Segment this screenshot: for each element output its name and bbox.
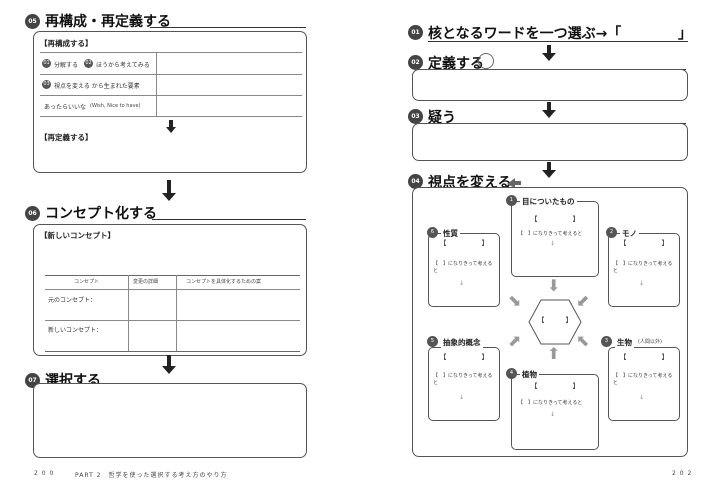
page-number: 2 0 0 xyxy=(34,470,55,477)
perspective-panel: 【 】 【 】になりきって考えると ↓ xyxy=(608,347,680,421)
bracket-field: 【 】 xyxy=(619,239,669,247)
divider xyxy=(40,116,302,117)
perspective-panel: 【 】 【 】になりきって考えると ↓ xyxy=(428,347,500,421)
table-col-divider xyxy=(176,275,177,351)
row-sub-label: (Wish, Nice to have) xyxy=(90,103,141,109)
hint-text: 【 】になりきって考えると xyxy=(433,261,493,274)
hint-text: 【 】になりきって考えると xyxy=(613,373,673,386)
center-hexagon: 【 】 xyxy=(527,298,583,346)
section-title: 再構成・再定義する xyxy=(45,14,171,30)
perspective-panel: 【 】 【 】になりきって考えると ↓ xyxy=(428,233,500,307)
hint-text: 【 】になりきって考えると xyxy=(433,373,493,386)
define-box xyxy=(412,69,688,101)
section-title: 核となるワードを一つ選ぶ→「 xyxy=(428,26,622,42)
bracket-field: 【 】 xyxy=(619,353,669,361)
panel-number: 4 xyxy=(506,368,517,379)
title-underline xyxy=(428,41,688,42)
bracket-field: 【 】 xyxy=(439,239,489,247)
row-label: あったらいいな xyxy=(44,104,87,111)
section-title: 定義する xyxy=(428,56,484,72)
bracket-field: 【 】 xyxy=(439,353,489,361)
bracket-field: 【 】 xyxy=(530,215,580,223)
divider xyxy=(40,74,302,75)
arrow-icon: ⬆ xyxy=(547,344,561,363)
concept-box: 【新しいコンセプト】 コンセプト 変更の詳細 コンセプトを具体化するための案 元… xyxy=(33,224,307,356)
column-divider xyxy=(156,53,157,116)
row-label: 分解する xyxy=(54,62,79,69)
restructure-label: 【再構成する】 xyxy=(40,39,93,48)
divider xyxy=(40,95,302,96)
arrow-icon: ↓ xyxy=(459,280,465,287)
table-top xyxy=(45,275,300,276)
perspective-panel: 【 】 【 】になりきって考えると ↓ xyxy=(511,374,599,450)
select-box xyxy=(33,383,307,458)
panel-number: 6 xyxy=(427,227,438,238)
step-number-badge: 03 xyxy=(408,109,423,124)
panel-title: 植物 xyxy=(520,369,539,380)
step-badge: 02 xyxy=(84,59,93,68)
title-underline xyxy=(150,27,306,28)
table-header: コンセプトを具体化するための案 xyxy=(186,279,262,285)
step-number-badge: 06 xyxy=(25,206,40,221)
section-title: コンセプト化する xyxy=(45,206,157,222)
step-badge: 03 xyxy=(42,80,51,89)
table-divider xyxy=(45,289,300,290)
panel-number: 5 xyxy=(427,336,438,347)
panel-title: 性質 xyxy=(441,228,460,239)
footer-text: PART 2 哲学を使った選択する考え方のやり方 xyxy=(75,472,228,479)
step-number-badge: 02 xyxy=(408,55,423,70)
row-label: ほうから考えてみる xyxy=(96,62,150,69)
page-number: 2 0 2 xyxy=(672,470,693,477)
step-number-badge: 01 xyxy=(408,25,423,40)
arrow-icon: ⬋ xyxy=(576,291,590,310)
section-title: 疑う xyxy=(428,110,456,126)
rotate-arrows-icon xyxy=(505,173,523,188)
divider xyxy=(40,52,302,53)
hint-text: 【 】になりきって考えると xyxy=(518,400,583,406)
arrow-icon: ⬉ xyxy=(576,331,590,350)
panel-title: 抽象的概念 xyxy=(441,337,483,348)
arrow-icon: ↓ xyxy=(550,411,556,418)
panel-number: 2 xyxy=(606,227,617,238)
restructure-box: 【再構成する】 01 分解する 02 ほうから考えてみる 03 視点を変える か… xyxy=(33,31,307,173)
table-header: 変更の詳細 xyxy=(133,279,159,285)
doubt-box xyxy=(412,123,688,161)
panel-number: 3 xyxy=(601,336,612,347)
perspective-panel: 【 】 【 】になりきって考えると ↓ xyxy=(511,201,599,277)
perspective-panel: 【 】 【 】になりきって考えると ↓ xyxy=(608,233,680,307)
arrow-icon: ⬇ xyxy=(547,276,561,295)
lightbulb-icon xyxy=(478,53,494,69)
panel-title: モノ xyxy=(620,228,639,239)
panel-title: 目についたもの xyxy=(520,196,577,207)
table-header: コンセプト xyxy=(74,279,100,285)
title-underline xyxy=(152,219,306,220)
table-col-divider xyxy=(128,275,129,351)
bracket-field: 【 】 xyxy=(530,382,580,390)
hint-text: 【 】になりきって考えると xyxy=(613,261,673,274)
arrow-icon: ⬈ xyxy=(508,331,522,350)
step-number-badge: 04 xyxy=(408,174,423,189)
redefine-label: 【再定義する】 xyxy=(40,133,93,142)
panel-title: 生物 xyxy=(615,337,634,348)
panel-number: 1 xyxy=(506,195,517,206)
hint-text: 【 】になりきって考えると xyxy=(518,231,583,237)
arrow-icon: ⬊ xyxy=(508,291,522,310)
arrow-icon: ↓ xyxy=(550,240,556,247)
table-row-label: 元のコンセプト： xyxy=(48,297,97,304)
arrow-icon: ↓ xyxy=(639,394,645,401)
table-bottom xyxy=(45,351,300,352)
table-divider xyxy=(45,320,300,321)
panel-subtitle: (人間以外) xyxy=(638,338,662,345)
step-badge: 01 xyxy=(42,59,51,68)
new-concept-label: 【新しいコンセプト】 xyxy=(40,231,115,240)
hexagon-text: 【 】 xyxy=(537,316,573,324)
bracket-close: 」 xyxy=(678,26,692,42)
table-row-label: 新しいコンセプト： xyxy=(48,327,103,334)
row-label: 視点を変える から生まれた要素 xyxy=(54,83,140,90)
arrow-icon: ↓ xyxy=(639,280,645,287)
arrow-icon: ↓ xyxy=(459,394,465,401)
step-number-badge: 05 xyxy=(25,14,40,29)
